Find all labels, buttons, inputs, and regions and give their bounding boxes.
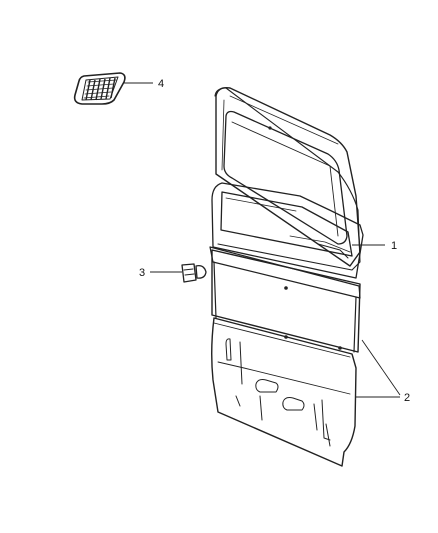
callout-1: 1 [391,240,397,252]
rear-window-frame [215,86,361,267]
callout-4: 4 [158,78,164,90]
lower-door-panel [209,246,361,467]
callout-2: 2 [404,392,410,404]
push-pin-fastener [181,263,207,283]
callout-3: 3 [139,267,145,279]
leader-lines [124,82,401,398]
vent-grille [73,72,126,105]
